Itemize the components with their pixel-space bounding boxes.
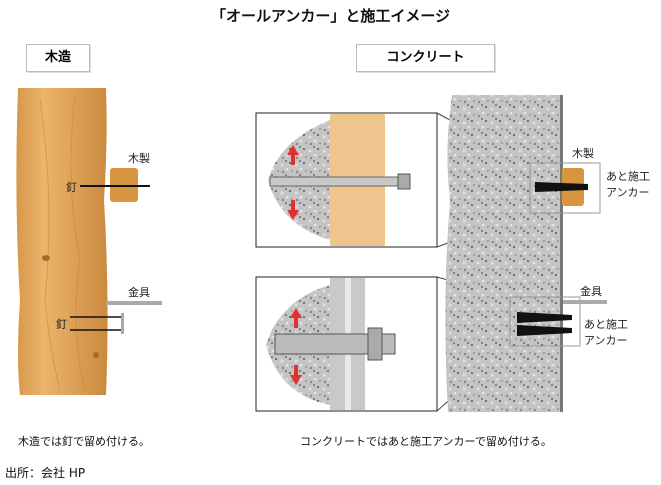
anchor-label: あと施工 xyxy=(584,318,628,331)
source-note: 出所：会社 HP xyxy=(5,466,86,480)
bracket-label: 金具 xyxy=(128,286,150,299)
bracket xyxy=(70,301,162,334)
concrete-wall xyxy=(445,95,563,412)
detail-pipe-anchor xyxy=(255,276,438,412)
section-label-wood: 木造 xyxy=(26,44,90,72)
wood-piece-label: 木製 xyxy=(128,152,150,165)
concrete-caption: コンクリートではあと施工アンカーで留め付ける。 xyxy=(300,435,552,448)
nail-label: 釘 xyxy=(56,318,67,331)
section-label-concrete: コンクリート xyxy=(356,44,495,72)
anchor-label: アンカー xyxy=(584,334,628,347)
anchor-label: アンカー xyxy=(606,186,650,199)
detail-wood-anchor xyxy=(255,112,438,248)
bracket-label: 金具 xyxy=(580,285,602,298)
wood-caption: 木造では釘で留め付ける。 xyxy=(18,435,150,448)
page-title: 「オールアンカー」と施工イメージ xyxy=(210,7,451,25)
anchor-label: あと施工 xyxy=(606,170,650,183)
wood-board xyxy=(16,88,108,395)
nail-label: 釘 xyxy=(66,181,77,194)
wood-piece-label: 木製 xyxy=(572,147,594,160)
